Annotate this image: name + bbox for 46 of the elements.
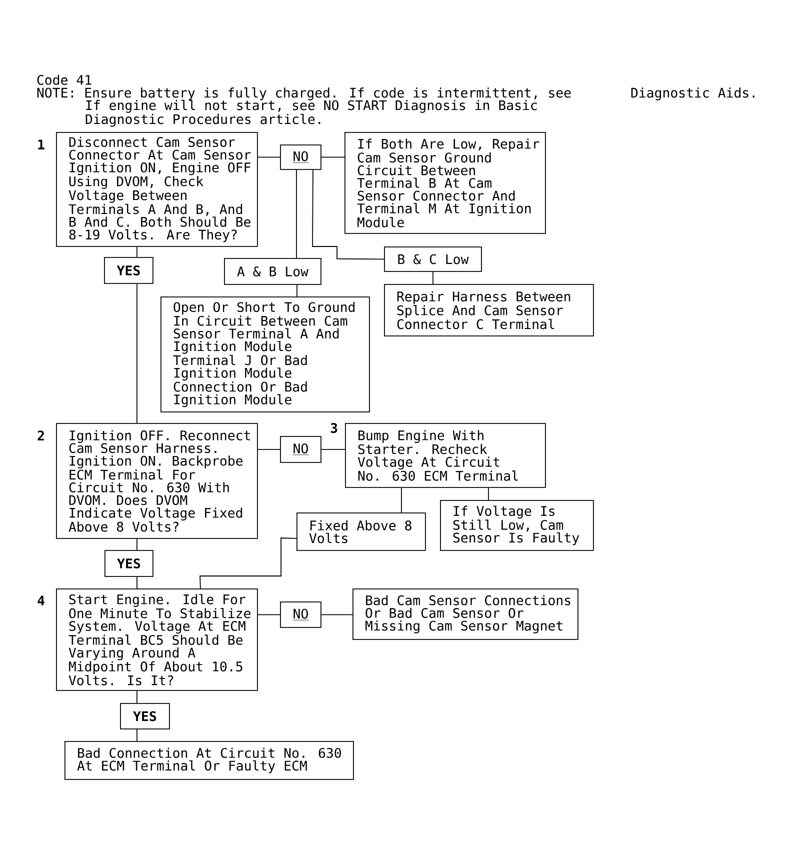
condition-box: B & C Low	[384, 246, 482, 272]
connector-line	[257, 156, 280, 158]
result-box: Bad Connection At Circuit No. 630 At ECM Terminal Or Faulty ECM	[64, 741, 354, 780]
note-text: NOTE: Ensure battery is fully charged. If code is intermittent, see	[37, 87, 571, 100]
result-box: Open Or Short To Ground In Circuit Between Cam Sensor Terminal A And Ignition Module Terminal J Or Bad Ignition Module Connection Or Bad Ignition Module	[160, 296, 370, 412]
yes-box: YES	[104, 550, 154, 577]
note-text: If engine will not start, see NO START Diagnosis in Basic Diagnostic Procedures article.	[86, 100, 537, 127]
connector-line	[320, 449, 346, 450]
no-box: NO	[280, 436, 322, 463]
yes-box: YES	[104, 257, 154, 284]
connector-line	[136, 576, 138, 589]
heading: Code 41	[37, 74, 92, 85]
connector-line	[136, 246, 138, 258]
connector-line	[136, 538, 138, 550]
connector-line	[401, 487, 402, 513]
connector-line	[432, 271, 434, 284]
connector-line	[257, 449, 280, 450]
result-box: Repair Harness Between Splice And Cam Sensor Connector C Terminal	[384, 284, 594, 336]
connector-line	[257, 614, 280, 616]
action-box: Bump Engine With Starter. Recheck Voltage At Circuit No. 630 ECM Terminal	[345, 423, 546, 488]
step-number: 3	[330, 423, 338, 433]
connector-line	[320, 156, 345, 158]
connector-line	[136, 283, 138, 424]
connector-line	[200, 538, 297, 589]
connector-line	[296, 284, 298, 297]
no-box: NO	[280, 602, 322, 628]
result-box: If Voltage Is Still Low, Cam Sensor Is Faulty	[440, 500, 594, 551]
result-box: If Both Are Low, Repair Cam Sensor Ground Circuit Between Terminal B At Cam Sensor Connector And Terminal M At Ignition Module	[344, 132, 546, 234]
note-text: Diagnostic Aids.	[631, 87, 754, 100]
connector-line	[136, 728, 138, 742]
connector-line	[296, 169, 297, 258]
step-number: 1	[38, 140, 44, 150]
question-box: Ignition OFF. Reconnect Cam Sensor Harness. Ignition ON. Backprobe ECM Terminal For Circuit No. 630 With DVOM. Does DVOM Indicate Voltage Fixed Above 8 Volts?	[56, 423, 258, 539]
connector-line	[136, 690, 138, 704]
condition-box: A & B Low	[224, 258, 322, 285]
connector-line	[320, 614, 353, 616]
connector-line	[312, 169, 384, 260]
result-box: Bad Cam Sensor Connections Or Bad Cam Sensor Or Missing Cam Sensor Magnet	[352, 588, 578, 640]
step-number: 2	[38, 430, 44, 440]
yes-box: YES	[120, 703, 170, 730]
no-box: NO	[280, 144, 322, 170]
result-box: Fixed Above 8 Volts	[296, 512, 426, 551]
question-box: Disconnect Cam Sensor Connector At Cam Sensor Ignition ON, Engine OFF Using DVOM, Check Voltage Between Terminals A And B, And B And C. Both Should Be 8-19 Volts. Are They?	[56, 132, 258, 247]
step-number: 4	[38, 596, 44, 606]
connector-line	[488, 487, 489, 500]
question-box: Start Engine. Idle For One Minute To Stabilize System. Voltage At ECM Terminal BC5 Should Be Varying Around A Midpoint Of About 10.5 Volts. Is It?	[56, 588, 258, 691]
